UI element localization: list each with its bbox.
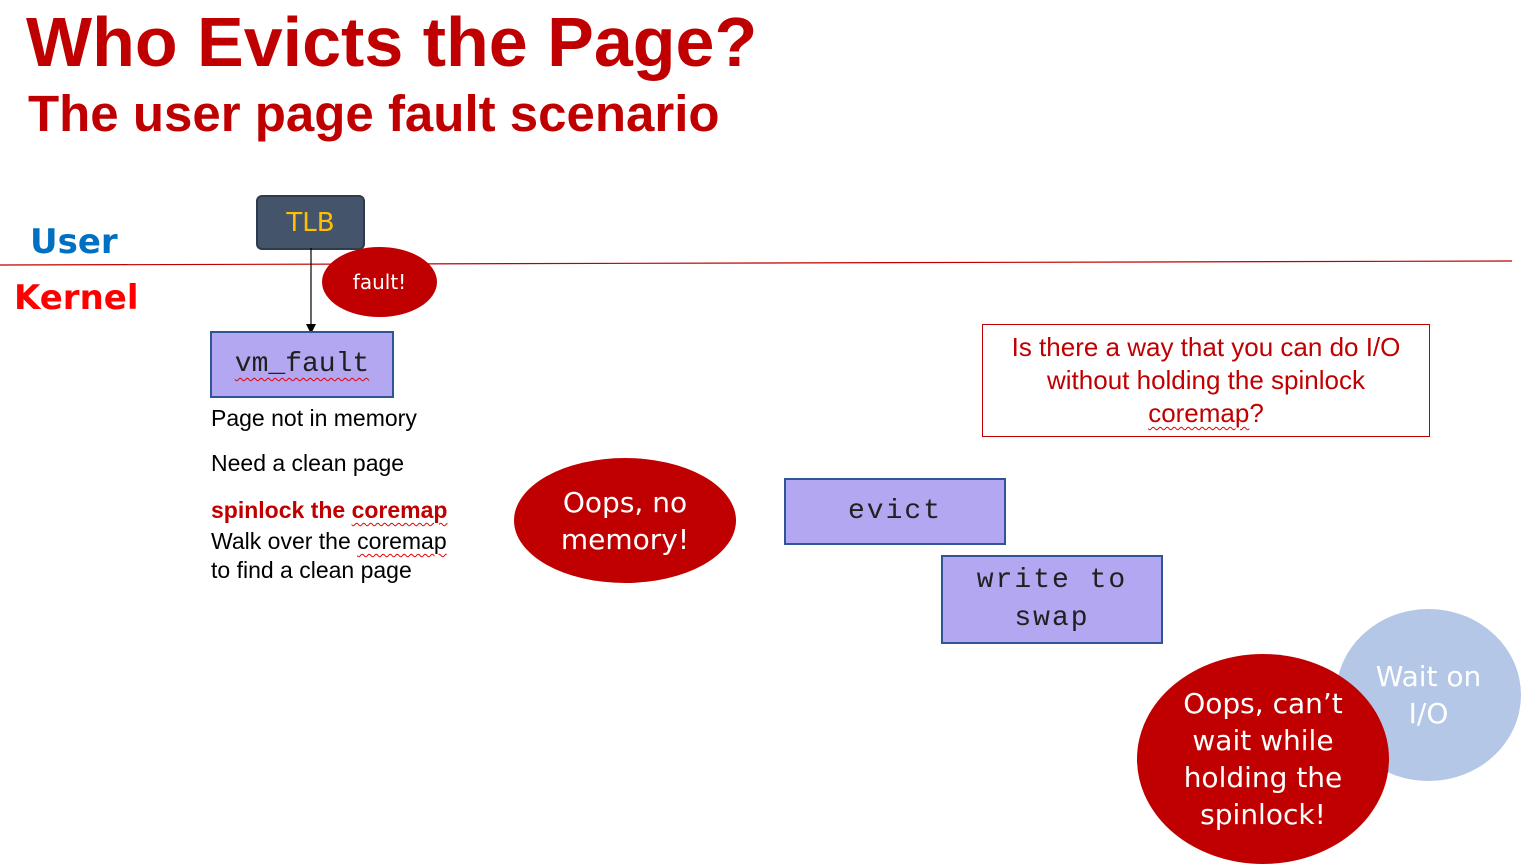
user-zone-label: User [30, 222, 118, 262]
question-suffix: ? [1249, 398, 1264, 428]
wait-on-io-line1: Wait on [1375, 660, 1482, 693]
note-walk-coremap: Walk over the coremap [211, 527, 447, 556]
tlb-to-vm-fault-arrow [306, 248, 316, 334]
tlb-node: TLB [256, 195, 365, 250]
question-line3: coremap? [983, 397, 1429, 430]
oops-no-memory-bubble: Oops, no memory! [514, 458, 736, 583]
question-coremap-word: coremap [1148, 398, 1250, 428]
write-to-swap-node: write to swap [941, 555, 1163, 644]
oops-spinlock-line2: wait while [1192, 724, 1334, 757]
oops-spinlock-line4: spinlock! [1200, 798, 1326, 831]
fault-bubble: fault! [322, 247, 437, 317]
slide-title: Who Evicts the Page? [26, 3, 758, 81]
kernel-zone-label: Kernel [14, 278, 139, 318]
user-kernel-divider [0, 260, 1513, 266]
question-callout: Is there a way that you can do I/O witho… [982, 324, 1430, 437]
write-to-swap-line1: write to [976, 564, 1128, 596]
oops-no-memory-line1: Oops, no [562, 485, 688, 519]
note-need-clean-page: Need a clean page [211, 450, 405, 476]
slide-subtitle: The user page fault scenario [28, 85, 720, 142]
note-spinlock-prefix: spinlock the [211, 497, 352, 523]
vm-fault-label: vm_fault [234, 349, 370, 380]
oops-spinlock-bubble: Oops, can’t wait while holding the spinl… [1137, 654, 1389, 864]
note-walk-coremap-word: coremap [357, 528, 447, 554]
oops-spinlock-line1: Oops, can’t [1183, 687, 1343, 720]
note-spinlock-coremap-word: coremap [351, 497, 448, 523]
question-line2: without holding the spinlock [1047, 365, 1365, 395]
evict-node: evict [784, 478, 1006, 545]
note-spinlock-coremap: spinlock the coremap [211, 496, 447, 525]
oops-no-memory-line2: memory! [560, 522, 690, 556]
note-page-not-in-memory: Page not in memory [211, 405, 417, 431]
note-walk-prefix: Walk over the [211, 528, 358, 554]
question-line1: Is there a way that you can do I/O [1011, 332, 1401, 362]
oops-spinlock-line3: holding the [1183, 761, 1343, 794]
vm-fault-node: vm_fault [210, 331, 394, 398]
write-to-swap-line2: swap [1014, 602, 1090, 634]
note-find-clean-page: to find a clean page [211, 557, 412, 583]
wait-on-io-line2: I/O [1408, 697, 1449, 730]
